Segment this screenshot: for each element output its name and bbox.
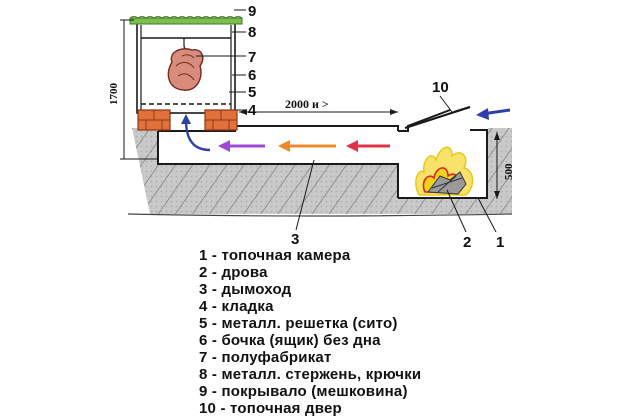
dimension-firebox-height: 500: [494, 132, 515, 199]
legend-item: 7 - полуфабрикат: [199, 349, 332, 366]
legend-item: 1 - топочная камера: [199, 247, 351, 264]
air-intake-arrow: [476, 108, 511, 120]
legend-item: 9 - покрывало (мешковина): [199, 383, 408, 400]
callout-leaders: [196, 9, 497, 233]
legend-item: 2 - дрова: [199, 264, 268, 281]
brick-masonry-right: [204, 109, 238, 131]
callout-6: 6: [248, 67, 256, 84]
smoke-flow-arrow: [181, 114, 390, 152]
dimension-height: 1700: [108, 19, 158, 160]
firebox-door: [404, 105, 471, 130]
callout-3: 3: [291, 231, 299, 248]
legend-item: 3 - дымоход: [199, 281, 292, 298]
callout-1: 1: [496, 234, 504, 251]
legend-item: 4 - кладка: [199, 298, 274, 315]
ground: [127, 128, 513, 217]
callout-7: 7: [248, 49, 256, 66]
legend-item: 6 - бочка (ящик) без дна: [199, 332, 381, 349]
callout-10: 10: [432, 79, 449, 96]
legend-item: 8 - металл. стержень, крючки: [199, 366, 422, 383]
callout-8: 8: [248, 24, 256, 41]
meat-icon: [167, 48, 204, 91]
brick-masonry-left: [137, 109, 171, 131]
firebox-height-label: 500: [503, 163, 515, 180]
dimension-chimney-length: 2000 и >: [239, 97, 398, 115]
legend: 1 - топочная камера 2 - дрова 3 - дымохо…: [199, 247, 499, 417]
legend-item: 5 - металл. решетка (сито): [199, 315, 398, 332]
height-dimension-label: 1700: [108, 83, 120, 106]
callout-2: 2: [463, 234, 471, 251]
burlap-cover: [129, 16, 243, 25]
smokehouse-diagram: 1700 2000 и > 500 9 8 7 6 5 4 10 3 2 1 1…: [108, 3, 515, 417]
callout-9: 9: [248, 3, 256, 20]
diagram-canvas: 1700 2000 и > 500 9 8 7 6 5 4 10 3 2 1: [108, 3, 515, 251]
callout-5: 5: [248, 84, 256, 101]
chimney-length-label: 2000 и >: [285, 97, 329, 111]
legend-item: 10 - топочная двер: [199, 400, 342, 417]
firewood-icon: [427, 171, 467, 195]
callout-4: 4: [248, 102, 257, 119]
